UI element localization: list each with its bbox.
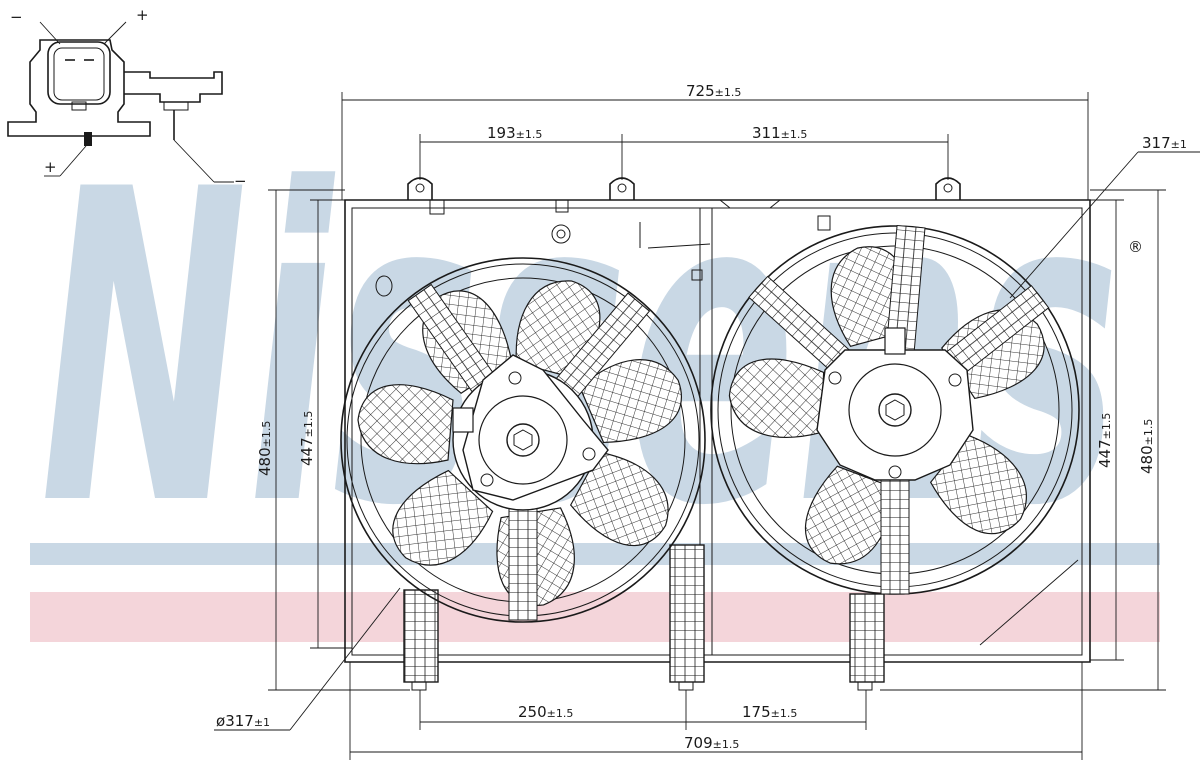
left-fan — [340, 257, 706, 623]
dimension-lines — [214, 92, 1200, 760]
dim-bottom-right: 175±1.5 — [742, 703, 797, 721]
connector-minus-bottom: − — [234, 172, 247, 190]
connector-plus-bottom: + — [44, 158, 57, 176]
dim-bottom-overall: 709±1.5 — [684, 734, 739, 752]
connector-detail: − + + − — [7, 6, 247, 190]
dim-bottom-left: 250±1.5 — [518, 703, 573, 721]
dim-right-fan: 317±1 — [1142, 134, 1187, 152]
dim-right-height-outer: 480±1.5 — [1138, 419, 1156, 474]
dim-left-height-outer: 480±1.5 — [256, 421, 274, 476]
dim-right-height-inner: 447±1.5 — [1096, 413, 1114, 468]
watermark-pink-band — [30, 592, 1160, 642]
connector-minus-top: − — [10, 8, 23, 26]
dim-top-left: 193±1.5 — [487, 124, 542, 142]
dim-left-fan: ø317±1 — [216, 712, 270, 730]
shroud — [344, 177, 1091, 691]
right-fan — [710, 224, 1080, 595]
dimension-labels: 725±1.5 193±1.5 311±1.5 317±1 480±1.5 44… — [216, 82, 1187, 752]
watermark-blue-band — [30, 543, 1160, 565]
connector-plus-top: + — [136, 6, 149, 24]
dim-top-right: 311±1.5 — [752, 124, 807, 142]
dim-top-overall: 725±1.5 — [686, 82, 741, 100]
dim-left-height-inner: 447±1.5 — [298, 411, 316, 466]
registered-mark: ® — [1128, 238, 1143, 256]
